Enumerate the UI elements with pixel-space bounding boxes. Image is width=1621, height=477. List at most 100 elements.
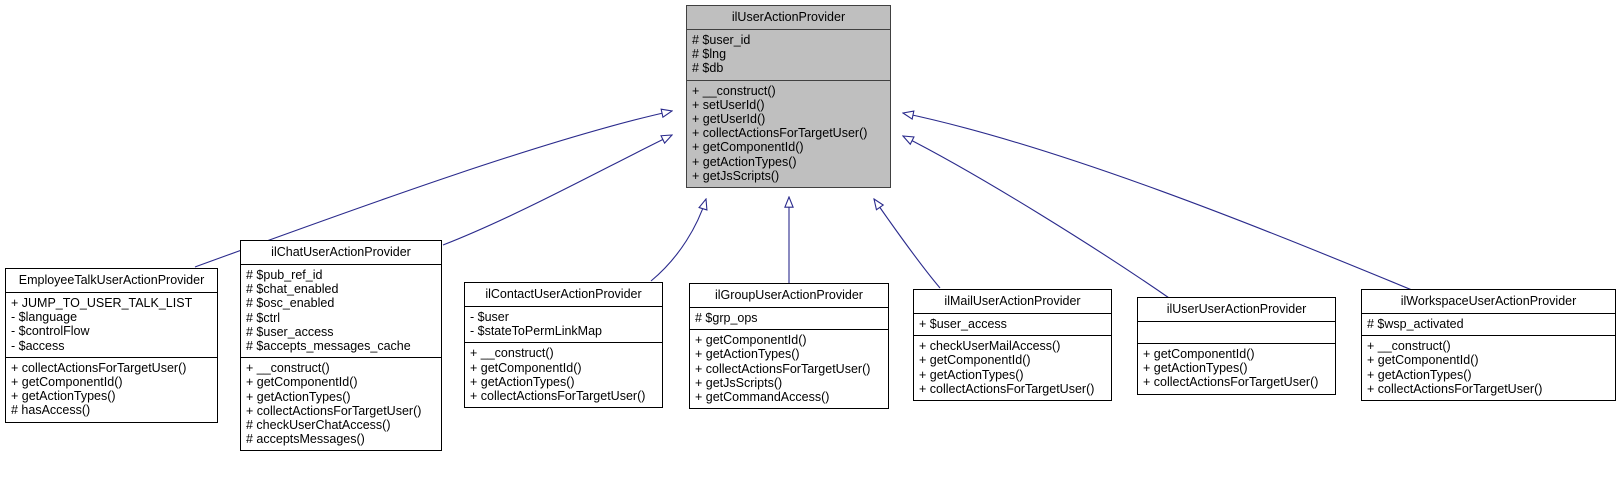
operation-row: + getComponentId() <box>1367 353 1479 368</box>
compartment-divider <box>690 329 888 331</box>
attribute-row: - $language <box>11 310 78 325</box>
attribute-row: # $grp_ops <box>695 311 758 325</box>
operation-row: + getActionTypes() <box>246 389 351 404</box>
operation-row: + getJsScripts() <box>692 168 780 183</box>
operation-row: + __construct() <box>692 83 776 98</box>
operations-compartment: + __construct() + getComponentId() + get… <box>465 343 662 407</box>
operations-compartment: + collectActionsForTargetUser() + getCom… <box>6 358 217 422</box>
class-box-ilMailUserActionProvider[interactable]: ilMailUserActionProvider + $user_access … <box>913 289 1112 402</box>
operation-row: + getComponentId() <box>11 375 123 390</box>
class-title: ilUserActionProvider <box>731 10 846 24</box>
edge-chat-to-base <box>442 135 672 246</box>
attributes-compartment: # $grp_ops <box>690 308 888 329</box>
operation-row: + getComponentId() <box>692 140 804 155</box>
operation-row: + getActionTypes() <box>695 347 800 362</box>
operation-row: + collectActionsForTargetUser() <box>1143 375 1319 390</box>
operation-row: + setUserId() <box>692 97 765 112</box>
compartment-divider <box>687 29 890 30</box>
operation-row: + collectActionsForTargetUser() <box>692 126 868 141</box>
class-title: ilContactUserActionProvider <box>485 287 642 301</box>
operation-row: # hasAccess() <box>11 403 91 418</box>
class-box-ilUserUserActionProvider[interactable]: ilUserUserActionProvider + getComponentI… <box>1137 297 1336 395</box>
attribute-row: # $lng <box>692 47 727 62</box>
operation-row: + checkUserMailAccess() <box>919 339 1061 354</box>
operation-row: # acceptsMessages() <box>246 432 365 447</box>
operation-row: + __construct() <box>1367 339 1451 354</box>
attribute-row: # $db <box>692 61 724 76</box>
class-box-ilChatUserActionProvider[interactable]: ilChatUserActionProvider # $pub_ref_id #… <box>240 240 442 452</box>
class-box-EmployeeTalkUserActionProvider[interactable]: EmployeeTalkUserActionProvider + JUMP_TO… <box>5 268 218 423</box>
class-box-ilGroupUserActionProvider[interactable]: ilGroupUserActionProvider # $grp_ops + g… <box>689 283 889 410</box>
attributes-compartment: - $user - $stateToPermLinkMap <box>465 307 662 342</box>
operation-row: + getComponentId() <box>695 333 807 348</box>
compartment-divider <box>465 342 662 344</box>
operation-row: + getComponentId() <box>1143 347 1255 361</box>
operation-row: + collectActionsForTargetUser() <box>919 381 1095 396</box>
attributes-compartment: + $user_access <box>914 314 1111 335</box>
edge-user-to-base <box>903 136 1173 301</box>
compartment-divider <box>1138 343 1335 344</box>
operation-row: + getActionTypes() <box>1367 367 1472 382</box>
operation-row: + getCommandAccess() <box>695 390 830 405</box>
compartment-divider <box>465 306 662 307</box>
attribute-row: - $user <box>470 310 509 324</box>
compartment-divider <box>687 79 890 81</box>
operation-row: # checkUserChatAccess() <box>246 418 391 433</box>
compartment-divider <box>6 356 217 358</box>
attribute-row: - $access <box>11 338 65 353</box>
compartment-divider <box>914 313 1111 314</box>
attributes-compartment: # $pub_ref_id # $chat_enabled # $osc_ena… <box>241 265 441 357</box>
operation-row: + collectActionsForTargetUser() <box>1367 381 1543 396</box>
attribute-row: + JUMP_TO_USER_TALK_LIST <box>11 296 193 310</box>
compartment-divider <box>914 335 1111 337</box>
attribute-row: - $stateToPermLinkMap <box>470 324 603 339</box>
class-title: ilGroupUserActionProvider <box>715 288 863 302</box>
compartment-divider <box>1362 335 1615 337</box>
compartment-divider <box>241 264 441 265</box>
operation-row: + collectActionsForTargetUser() <box>246 403 422 418</box>
class-title: ilWorkspaceUserActionProvider <box>1400 294 1577 308</box>
operation-row: + getActionTypes() <box>1143 361 1248 376</box>
operations-compartment: + checkUserMailAccess() + getComponentId… <box>914 336 1111 400</box>
edge-mail-to-base <box>874 199 941 289</box>
compartment-divider <box>241 357 441 359</box>
compartment-divider <box>6 292 217 293</box>
attributes-compartment: + JUMP_TO_USER_TALK_LIST - $language - $… <box>6 293 217 357</box>
attributes-compartment: # $wsp_activated <box>1362 314 1615 335</box>
compartment-divider <box>1362 313 1615 314</box>
attribute-row: # $wsp_activated <box>1367 317 1464 331</box>
operation-row: + collectActionsForTargetUser() <box>470 389 646 404</box>
operation-row: + getActionTypes() <box>919 367 1024 382</box>
operation-row: + getActionTypes() <box>692 154 797 169</box>
attribute-row: # $osc_enabled <box>246 296 335 311</box>
operation-row: + getComponentId() <box>919 353 1031 368</box>
attribute-row: - $controlFlow <box>11 324 90 339</box>
operation-row: + getComponentId() <box>246 375 358 390</box>
operations-compartment: + getComponentId() + getActionTypes() + … <box>1138 344 1335 394</box>
compartment-divider <box>690 307 888 308</box>
edge-workspace-to-base <box>903 113 1413 291</box>
class-box-ilContactUserActionProvider[interactable]: ilContactUserActionProvider - $user - $s… <box>464 282 663 409</box>
operations-compartment: + __construct() + setUserId() + getUserI… <box>687 81 890 187</box>
operations-compartment: + __construct() + getComponentId() + get… <box>1362 336 1615 400</box>
operation-row: + __construct() <box>470 346 554 361</box>
operation-row: + getActionTypes() <box>470 374 575 389</box>
operations-compartment: + getComponentId() + getActionTypes() + … <box>690 330 888 408</box>
attribute-row: # $user_access <box>246 324 334 339</box>
edge-contact-to-base <box>650 199 706 282</box>
class-box-ilUserActionProvider[interactable]: ilUserActionProvider # $user_id # $lng #… <box>686 5 891 189</box>
operation-row: + getJsScripts() <box>695 375 783 390</box>
class-title: ilUserUserActionProvider <box>1166 302 1307 316</box>
attributes-compartment: # $user_id # $lng # $db <box>687 30 890 80</box>
operation-row: + __construct() <box>246 361 330 376</box>
operations-compartment: + __construct() + getComponentId() + get… <box>241 358 441 450</box>
attribute-row: # $pub_ref_id <box>246 268 323 282</box>
attribute-row: # $chat_enabled <box>246 282 339 297</box>
operation-row: + getActionTypes() <box>11 389 116 404</box>
attribute-row: + $user_access <box>919 317 1007 331</box>
operation-row: + getComponentId() <box>470 360 582 375</box>
operation-row: + collectActionsForTargetUser() <box>695 361 871 376</box>
class-title: ilChatUserActionProvider <box>271 245 411 259</box>
class-box-ilWorkspaceUserActionProvider[interactable]: ilWorkspaceUserActionProvider # $wsp_act… <box>1361 289 1616 402</box>
